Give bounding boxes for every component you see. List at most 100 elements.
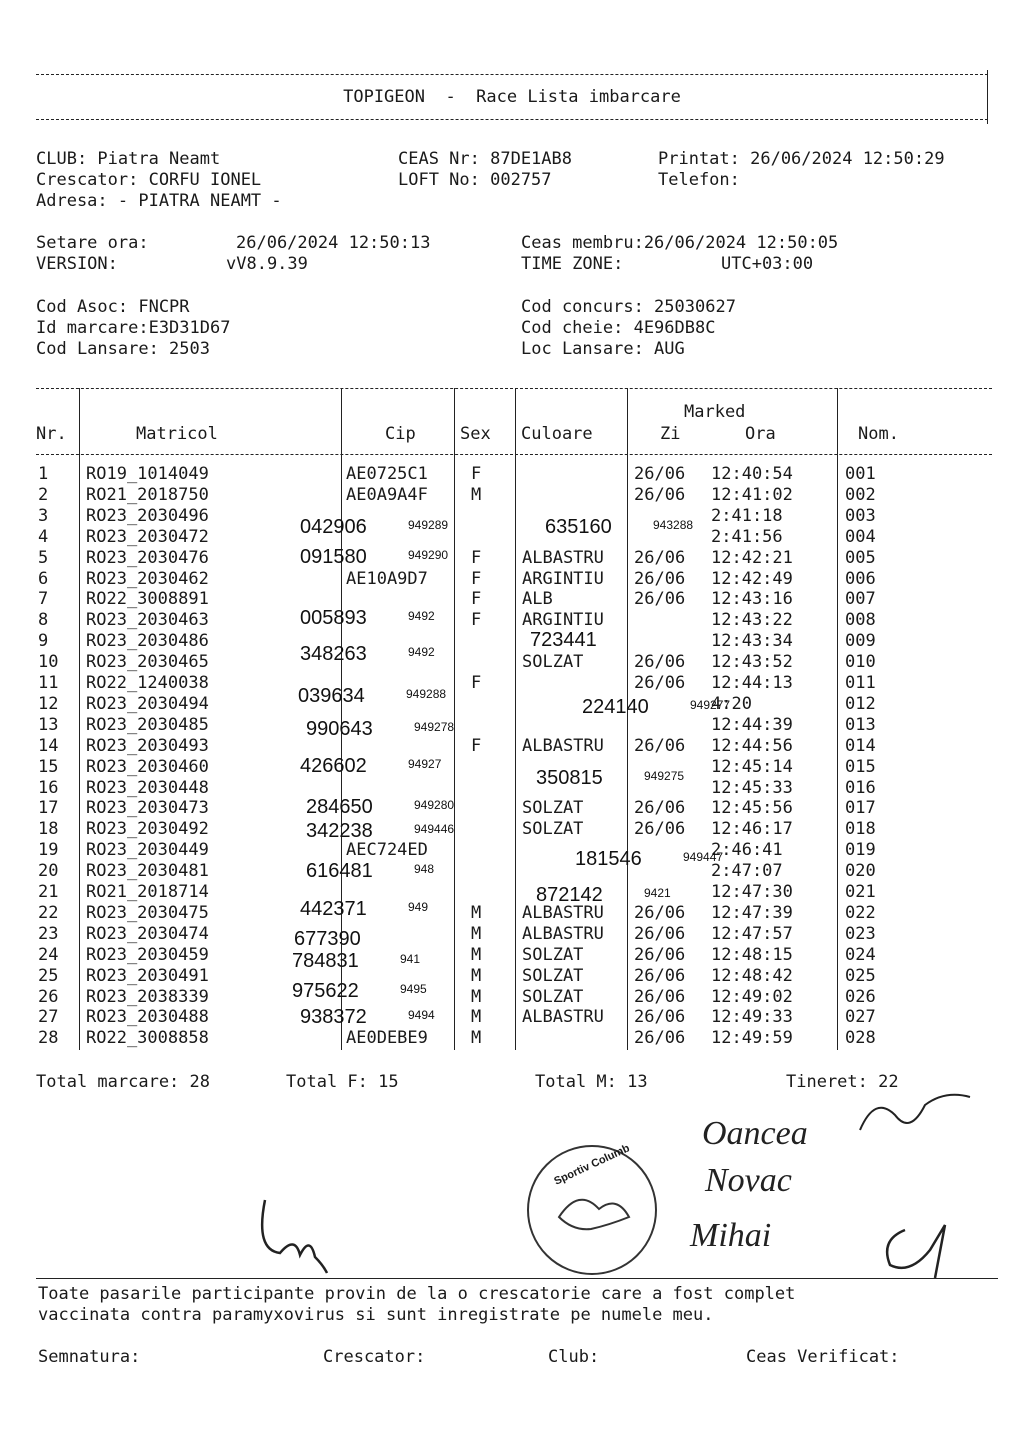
cell-nom: 022: [845, 902, 876, 923]
overlay-small-number: 9421: [644, 886, 671, 900]
header-marked: Marked: [684, 402, 746, 422]
overlay-number: 181546: [575, 848, 642, 870]
cell-zi: 26/06: [634, 944, 686, 965]
cell-culoare: ALBASTRU: [522, 902, 604, 923]
loft-no-text: LOFT No: 002757: [398, 170, 552, 190]
cell-matricol: RO23_2030459: [86, 944, 209, 965]
cell-nr: 3: [38, 505, 49, 526]
cell-matricol: RO23_2030463: [86, 610, 209, 631]
overlay-number: 348263: [300, 643, 367, 665]
cell-matricol: RO23_2030449: [86, 840, 209, 861]
cell-nr: 24: [38, 944, 59, 965]
cell-nr: 2: [38, 484, 49, 505]
header-ora: Ora: [745, 424, 776, 444]
cell-zi: 26/06: [634, 652, 686, 673]
cell-ora: 12:48:15: [711, 944, 793, 965]
overlay-small-number: 949290: [408, 548, 449, 562]
cell-matricol: RO23_2030472: [86, 526, 209, 547]
overlay-small-number: 941: [400, 952, 421, 966]
cell-nom: 001: [845, 464, 876, 484]
cell-culoare: SOLZAT: [522, 819, 584, 840]
cell-nr: 9: [38, 631, 49, 652]
cell-matricol: RO23_2030473: [86, 798, 209, 819]
cell-matricol: RO23_2030448: [86, 777, 209, 798]
overlay-number: 938372: [300, 1006, 367, 1028]
club-label: Club:: [548, 1347, 600, 1367]
cell-culoare: ARGINTIU: [522, 568, 604, 589]
cell-matricol: RO23_2030481: [86, 861, 209, 882]
overlay-number: 042906: [300, 516, 367, 538]
overlay-number: 350815: [536, 767, 603, 789]
cell-sex: F: [471, 547, 482, 568]
cell-sex: F: [471, 610, 482, 631]
cell-matricol: RO23_2030474: [86, 923, 209, 944]
declaration-line-1: Toate pasarile participante provin de la…: [38, 1284, 796, 1304]
cell-nr: 28: [38, 1028, 59, 1049]
cell-matricol: RO22_3008891: [86, 589, 209, 610]
cell-cip: AE10A9D7: [346, 568, 428, 589]
cell-ora: 2:41:56: [711, 526, 783, 547]
club-text: CLUB: Piatra Neamt: [36, 149, 221, 169]
col-divider-matricol: [341, 388, 342, 1050]
cell-nr: 7: [38, 589, 49, 610]
handwritten-name-1: Oancea: [702, 1115, 808, 1152]
overlay-small-number: 949288: [406, 687, 447, 701]
cell-zi: 26/06: [634, 923, 686, 944]
semnatura-label: Semnatura:: [38, 1347, 141, 1367]
cell-sex: F: [471, 464, 482, 484]
cell-matricol: RO23_2030493: [86, 735, 209, 756]
cell-zi: 26/06: [634, 484, 686, 505]
cell-ora: 12:42:21: [711, 547, 793, 568]
cell-matricol: RO23_2030462: [86, 568, 209, 589]
title-box: TOPIGEON - Race Lista imbarcare: [36, 74, 988, 120]
total-m: Total M: 13: [535, 1072, 648, 1092]
cell-nom: 021: [845, 882, 876, 902]
cell-nom: 019: [845, 840, 876, 861]
cell-matricol: RO23_2030486: [86, 631, 209, 652]
header-nom: Nom.: [858, 424, 899, 444]
cell-matricol: RO22_1240038: [86, 673, 209, 693]
id-marcare-text: Id marcare:E3D31D67: [36, 318, 231, 338]
header-nr: Nr.: [36, 424, 67, 444]
cell-nom: 011: [845, 673, 876, 693]
cell-matricol: RO21_2018714: [86, 882, 209, 902]
cell-sex: M: [471, 944, 482, 965]
cell-nom: 024: [845, 944, 876, 965]
cell-zi: 26/06: [634, 735, 686, 756]
cell-nom: 012: [845, 693, 876, 714]
cell-culoare: SOLZAT: [522, 944, 584, 965]
cell-nr: 27: [38, 1007, 59, 1028]
cell-ora: 12:43:16: [711, 589, 793, 610]
overlay-number: 635160: [545, 516, 612, 538]
cell-nom: 010: [845, 652, 876, 673]
header-zi: Zi: [660, 424, 681, 444]
overlay-number: 091580: [300, 546, 367, 568]
cell-ora: 12:41:02: [711, 484, 793, 505]
cod-cheie-text: Cod cheie: 4E96DB8C: [521, 318, 716, 338]
cod-asoc-text: Cod Asoc: FNCPR: [36, 297, 190, 317]
overlay-small-number: 949277: [690, 698, 731, 712]
cell-culoare: SOLZAT: [522, 652, 584, 673]
table-top-rule: [36, 388, 992, 389]
cell-nr: 20: [38, 861, 59, 882]
handwritten-name-3: Mihai: [690, 1217, 772, 1254]
total-marcare: Total marcare: 28: [36, 1072, 210, 1092]
cell-culoare: ALBASTRU: [522, 547, 604, 568]
cell-matricol: RO23_2030460: [86, 756, 209, 777]
cell-nom: 027: [845, 1007, 876, 1028]
cell-matricol: RO23_2030475: [86, 902, 209, 923]
stamp-pigeon-icon: [557, 1198, 631, 1231]
cell-culoare: SOLZAT: [522, 798, 584, 819]
col-divider-sex: [515, 388, 516, 1050]
cell-matricol: RO23_2030492: [86, 819, 209, 840]
time-zone-label: TIME ZONE:: [521, 254, 624, 274]
col-divider-nr: [79, 388, 80, 1050]
cell-nom: 005: [845, 547, 876, 568]
cell-ora: 12:47:39: [711, 902, 793, 923]
cell-zi: 26/06: [634, 589, 686, 610]
cell-nr: 18: [38, 819, 59, 840]
cell-nr: 6: [38, 568, 49, 589]
cell-ora: 12:49:02: [711, 986, 793, 1007]
cell-sex: F: [471, 568, 482, 589]
cell-nom: 003: [845, 505, 876, 526]
